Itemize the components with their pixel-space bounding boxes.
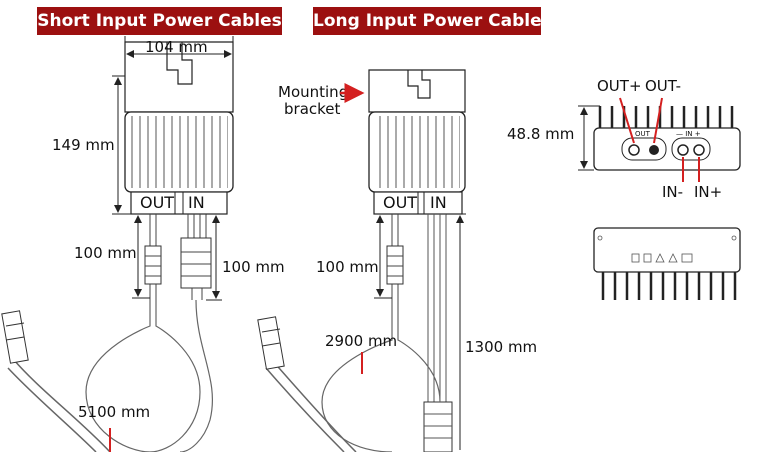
in-minus-label: IN- (662, 183, 683, 201)
bracket-label-line1: Mounting (278, 83, 348, 101)
long-in-cable (423, 214, 453, 452)
side-panel-out: OUT (635, 130, 651, 138)
long-out-cable-label: 100 mm (316, 258, 379, 276)
short-unit: OUT IN 104 mm 149 mm 100 mm (1, 36, 285, 452)
side-panel-in: — IN + (676, 130, 701, 138)
short-cable-loop (85, 300, 201, 452)
long-loop-label: 2900 mm (325, 332, 397, 350)
short-in-cable (180, 214, 212, 300)
short-height-label: 149 mm (52, 136, 115, 154)
side-view: OUT — IN + OUT+ OUT- IN- IN+ 48.8 mm (507, 77, 741, 201)
long-cable-loop (321, 300, 441, 452)
short-out-port-label: OUT (140, 193, 174, 212)
out-minus-callout (653, 97, 663, 144)
short-in-cable-label: 100 mm (222, 258, 285, 276)
long-cables-banner: Long Input Power Cables (313, 7, 552, 35)
short-cables-banner: Short Input Power Cables (37, 7, 282, 35)
long-bracket (368, 69, 466, 113)
out-plus-label: OUT+ (597, 77, 642, 95)
in-plus-label: IN+ (694, 183, 722, 201)
short-width-label: 104 mm (145, 38, 208, 56)
side-thickness-label: 48.8 mm (507, 125, 574, 143)
out-minus-label: OUT- (645, 77, 681, 95)
bracket-label-line2: bracket (284, 100, 341, 118)
long-in-port-label: IN (430, 193, 447, 212)
long-unit: OUT IN Mounting bracket 100 mm 1300 mm (257, 69, 537, 452)
bottom-view-body (593, 227, 741, 273)
out-plus-callout (619, 97, 635, 144)
side-view-body (593, 127, 741, 171)
short-loop-label: 5100 mm (78, 403, 150, 421)
short-plug (1, 310, 29, 364)
short-bracket (124, 41, 234, 113)
long-in-cable-label: 1300 mm (465, 338, 537, 356)
short-in-port-label: IN (188, 193, 205, 212)
long-plug (257, 316, 285, 370)
short-port-box (130, 191, 228, 215)
long-out-cable (386, 214, 404, 300)
bottom-view (593, 227, 741, 300)
long-out-port-label: OUT (383, 193, 417, 212)
short-out-cable-label: 100 mm (74, 244, 137, 262)
short-out-cable (144, 214, 162, 300)
